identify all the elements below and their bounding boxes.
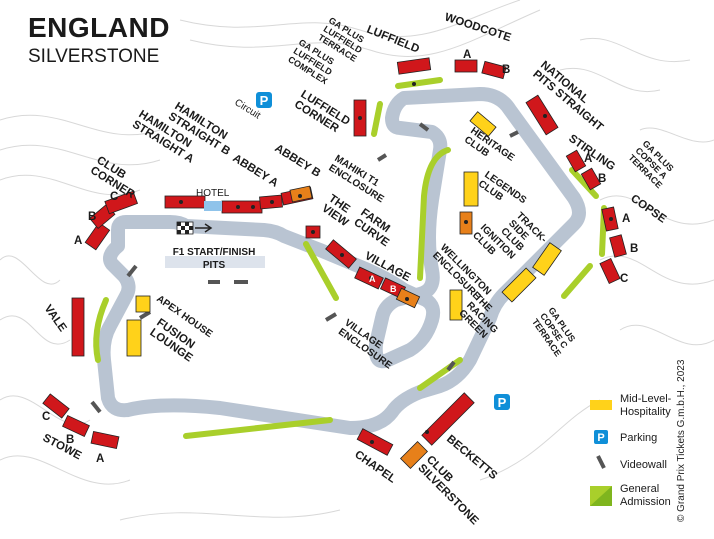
label-hotel: HOTEL <box>196 188 230 199</box>
label-copse-a: A <box>622 213 630 225</box>
label-village-b: B <box>390 284 397 294</box>
grandstand-copse-b <box>609 234 627 258</box>
copyright-notice: © Grand Prix Tickets G.m.b.H., 2023 <box>676 359 687 522</box>
label-woodcote-a: A <box>463 49 471 61</box>
grandstand-woodcote-a <box>454 59 478 73</box>
legend-parking-icon <box>594 430 608 444</box>
legend-parking-label: Parking <box>620 432 657 444</box>
stand-markers <box>179 82 613 444</box>
label-legends-club: LEGENDS CLUB <box>476 169 528 206</box>
svg-text:P: P <box>498 395 507 410</box>
svg-text:F1 START/FINISH: F1 START/FINISH <box>173 247 256 258</box>
checkered-flag-icon <box>176 221 213 235</box>
videowall <box>138 310 152 320</box>
videowall <box>126 264 138 278</box>
grandstand-national-pits-straight <box>525 94 559 136</box>
videowall <box>418 122 430 132</box>
grandstand-copse-c <box>599 257 621 285</box>
label-stowe-b: B <box>66 434 74 446</box>
grandstand-stirling-a <box>565 149 587 173</box>
grandstand-chapel <box>356 428 394 456</box>
label-club-c: C <box>110 191 118 203</box>
hospitality-fusion-lounge <box>126 319 142 357</box>
grandstand-club-corner-a <box>84 222 111 251</box>
grandstand-hamilton-straight-b <box>221 200 263 214</box>
legend-videowall-swatch <box>596 455 606 469</box>
legend-hospitality-swatch <box>590 400 612 410</box>
enclosure-club-silverstone <box>399 440 429 470</box>
label-ga-copse-c: GA PLUS COPSE C TERRACE <box>530 305 577 358</box>
legend-ga-label-2: Admission <box>620 496 671 508</box>
label-village-enclosure: VILLAGE ENCLOSURE <box>336 317 394 371</box>
legend-ga-label-1: General <box>620 483 659 495</box>
videowall <box>324 312 338 322</box>
label-luffield-corner: LUFFIELD CORNER <box>292 88 352 135</box>
label-farm-curve: FARM CURVE <box>351 207 391 250</box>
legend-videowall-label: Videowall <box>620 459 667 471</box>
label-abbey-b: ABBEY B <box>272 142 322 180</box>
grandstand-stirling-b <box>580 167 602 191</box>
label-chapel: CHAPEL <box>352 449 398 486</box>
label-village-a: A <box>369 274 376 284</box>
videowall <box>90 400 102 414</box>
hotel-marker <box>204 201 222 211</box>
hospitality-heritage-club <box>469 111 497 137</box>
grandstand-woodcote-b <box>481 60 507 80</box>
map-legend: Mid-Level- Hospitality P Parking Videowa… <box>590 393 672 508</box>
hospitality-legends-club <box>463 171 479 207</box>
hospitality-ignition-club <box>501 267 537 303</box>
label-stowe: STOWE <box>41 432 84 462</box>
videowall <box>446 360 456 372</box>
label-stirling-b: B <box>598 173 606 185</box>
legend-hospitality-label-2: Hospitality <box>620 406 671 418</box>
grandstand-becketts <box>421 392 475 446</box>
pit-lane <box>165 256 265 268</box>
label-copse: COPSE <box>628 193 668 226</box>
hospitality-racing-green <box>449 289 463 321</box>
videowall <box>509 130 519 138</box>
label-copse-c: C <box>620 273 628 285</box>
parking-icon-circuit[interactable]: P <box>256 92 272 108</box>
svg-text:PITS: PITS <box>203 260 226 271</box>
grandstand-stowe-b <box>62 414 90 438</box>
map-title: ENGLAND <box>28 12 170 43</box>
grandstands[interactable] <box>42 57 627 456</box>
grandstand-luffield <box>396 57 432 75</box>
label-club-b: B <box>88 211 96 223</box>
grandstand-stowe-c <box>42 393 70 419</box>
enclosures[interactable] <box>289 185 473 470</box>
enclosure-mahiki-t1 <box>289 185 313 203</box>
svg-text:P: P <box>260 93 269 108</box>
grandstand-vale <box>71 297 85 357</box>
legend-hospitality-label-1: Mid-Level- <box>620 393 672 405</box>
label-the-view: THE VIEW <box>319 193 352 230</box>
grandstand-stowe-a <box>90 430 120 450</box>
map-subtitle: SILVERSTONE <box>28 46 160 67</box>
hospitality-areas[interactable] <box>126 111 562 357</box>
label-vale: VALE <box>42 303 69 335</box>
hospitality-apex-house <box>135 295 151 313</box>
label-abbey-a: ABBEY A <box>230 152 280 189</box>
hospitality-trackside-club <box>532 242 562 276</box>
label-ga-copse-a: GA PLUS COPSE A TERRACE <box>626 138 675 190</box>
videowall <box>376 153 388 162</box>
label-woodcote-b: B <box>502 64 510 76</box>
label-stowe-a: A <box>96 453 104 465</box>
contour-lines <box>0 0 714 521</box>
parking-icon-becketts[interactable]: P <box>494 394 510 410</box>
label-f1-start: F1 START/FINISH PITS <box>173 247 256 271</box>
grandstand-club-corner-c <box>104 190 139 215</box>
label-club-a: A <box>74 235 82 247</box>
label-copse-b: B <box>630 243 638 255</box>
label-stirling-a: A <box>584 153 592 165</box>
label-stowe-c: C <box>42 411 50 423</box>
legend-parking-glyph: P <box>597 432 604 444</box>
